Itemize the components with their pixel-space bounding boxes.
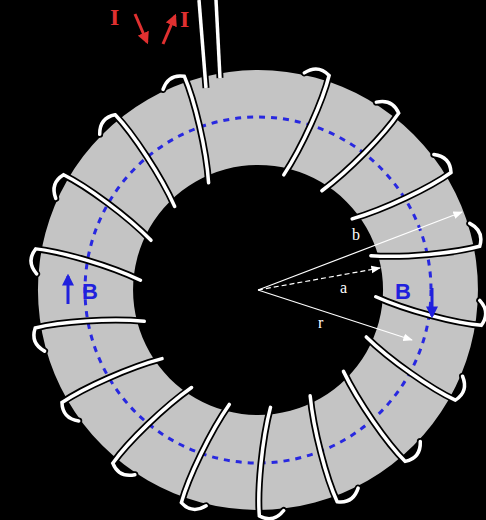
winding xyxy=(371,223,481,256)
radius-label: a xyxy=(340,279,347,297)
winding-outline xyxy=(259,407,284,518)
winding-outline xyxy=(113,388,192,476)
winding-outline xyxy=(181,404,229,509)
radius-line xyxy=(258,290,412,340)
radius-label: b xyxy=(352,226,360,244)
winding-outline xyxy=(100,115,175,207)
field-arrow xyxy=(431,288,434,316)
radius-line xyxy=(258,268,380,290)
winding xyxy=(259,407,284,518)
winding xyxy=(366,337,464,400)
lead-wire xyxy=(216,0,220,78)
winding xyxy=(343,371,420,461)
radius-line xyxy=(258,212,462,290)
winding-outline xyxy=(310,396,358,502)
lead-wire xyxy=(199,0,206,88)
coil-windings xyxy=(31,69,486,519)
winding-outline xyxy=(62,359,162,421)
winding-outline xyxy=(366,337,464,400)
toroid-core xyxy=(38,70,478,510)
field-path xyxy=(85,117,431,463)
winding xyxy=(100,115,175,207)
winding xyxy=(322,101,399,190)
current-arrow xyxy=(135,14,147,42)
winding xyxy=(181,404,229,509)
winding xyxy=(62,359,162,421)
winding xyxy=(31,249,140,280)
winding xyxy=(352,154,451,218)
winding-outline xyxy=(371,223,481,256)
winding xyxy=(54,175,151,240)
winding-outline xyxy=(54,175,151,240)
current-label: I xyxy=(110,4,119,31)
winding-outline xyxy=(163,76,209,183)
winding-outline xyxy=(352,154,451,218)
current-label: I xyxy=(180,6,189,33)
winding xyxy=(113,388,192,476)
field-label: B xyxy=(82,279,98,305)
winding xyxy=(310,396,358,502)
radius-label: r xyxy=(318,314,323,332)
winding xyxy=(284,69,329,175)
field-label: B xyxy=(395,279,411,305)
winding-outline xyxy=(31,249,140,280)
winding-outline xyxy=(343,371,420,461)
field-arrow xyxy=(67,276,70,304)
winding xyxy=(34,320,144,351)
winding xyxy=(163,76,209,183)
winding-outline xyxy=(34,320,144,351)
winding-outline xyxy=(322,101,399,190)
winding-outline xyxy=(284,69,329,175)
current-arrow xyxy=(163,16,175,44)
